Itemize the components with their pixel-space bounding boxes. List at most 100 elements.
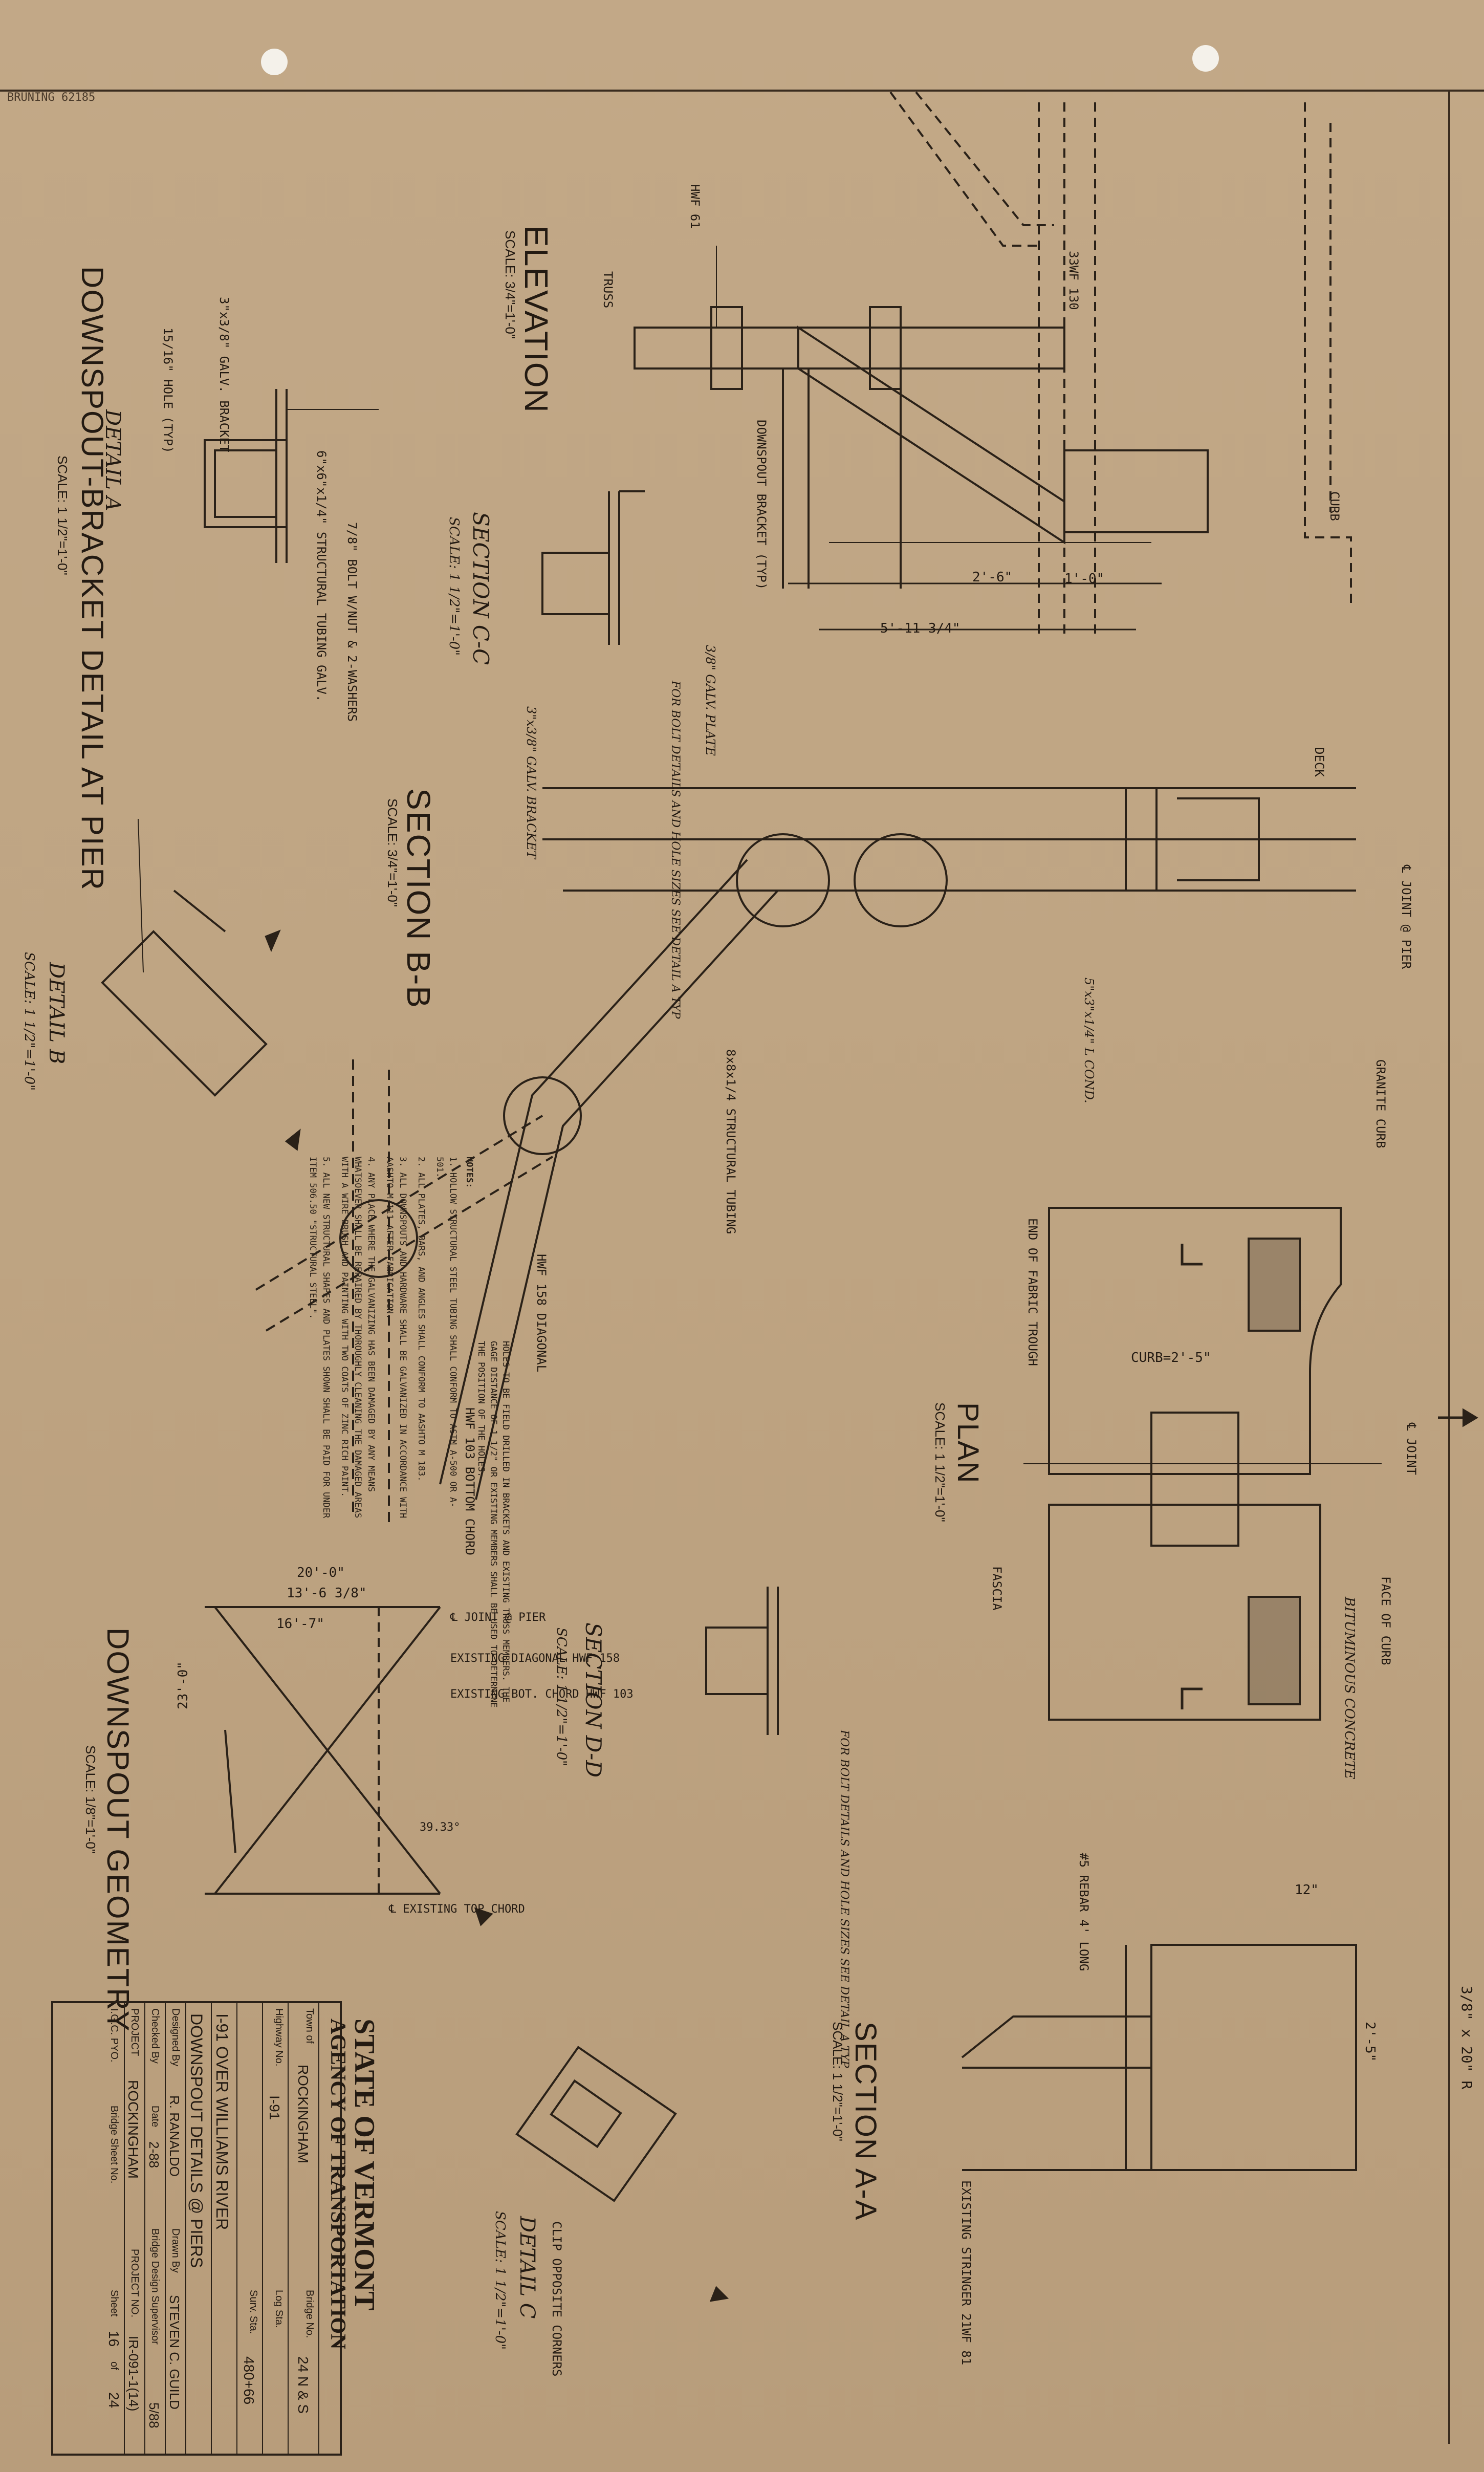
downspout-bracket-scale: SCALE: 1 1/2"=1'-0" bbox=[55, 456, 70, 575]
sheet-label: Sheet bbox=[108, 2290, 120, 2317]
checked-label: Checked By bbox=[149, 2008, 161, 2064]
detail-b-title: DETAIL B bbox=[45, 962, 68, 1065]
sheet-border-top bbox=[0, 90, 1484, 92]
title-block-content: STATE OF VERMONT AGENCY OF TRANSPORTATIO… bbox=[103, 2003, 391, 2454]
granite-curb-label: GRANITE CURB bbox=[1373, 1059, 1388, 1148]
section-arrows bbox=[265, 929, 1478, 2302]
detail-c-scale: SCALE: 1 1/2"=1'-0" bbox=[492, 2211, 508, 2350]
sheet-row: I.G.C. PYO. Bridge Sheet No. Sheet 16 of… bbox=[103, 2003, 125, 2454]
section-bb-view bbox=[255, 787, 1356, 1525]
dim-13: 13'-6 3/8" bbox=[287, 1586, 367, 1601]
dim-23: 23'-0" bbox=[176, 1661, 191, 1709]
date-value: 2-88 bbox=[146, 2141, 162, 2169]
plan-view bbox=[1023, 1207, 1382, 1721]
detail-b-scale: SCALE: 1 1/2"=1'-0" bbox=[21, 952, 37, 1091]
section-aa-view bbox=[961, 1944, 1357, 2171]
log-sta-label: Log Sta. bbox=[273, 2290, 285, 2328]
general-notes: NOTES: 1. HOLLOW STRUCTURAL STEEL TUBING… bbox=[301, 1157, 476, 1520]
bolt-details-label-dd: FOR BOLT DETAILS AND HOLE SIZES SEE DETA… bbox=[838, 1730, 850, 2068]
sheet-value: 16 bbox=[106, 2331, 122, 2347]
note-item: 1. HOLLOW STRUCTURAL STEEL TUBING SHALL … bbox=[434, 1157, 458, 1508]
dim-2-6: 2'-6" bbox=[972, 570, 1013, 585]
joint-label: ℄ JOINT bbox=[1404, 1423, 1418, 1476]
of-label: of bbox=[108, 2361, 120, 2370]
bolt-details-label: FOR BOLT DETAILS AND HOLE SIZES SEE DETA… bbox=[669, 681, 682, 1019]
section-cc-scale: SCALE: 1 1/2"=1'-0" bbox=[446, 517, 462, 656]
bracket-label: 3"x3/8" GALV. BRACKET bbox=[217, 297, 231, 452]
section-dd-view bbox=[705, 1587, 779, 1735]
detail-b-view bbox=[101, 818, 268, 1097]
town-row: Town of ROCKINGHAM Bridge No. 24 N & S bbox=[288, 2003, 319, 2454]
clip-label: CLIP OPPOSITE CORNERS bbox=[550, 2221, 564, 2377]
detail-a-view bbox=[204, 389, 379, 563]
elevation-scale: SCALE: 3/4"=1'-0" bbox=[503, 230, 518, 339]
drawn-label: Drawn By bbox=[170, 2228, 181, 2273]
punch-hole bbox=[1192, 45, 1219, 72]
section-aa-title: SECTION A-A bbox=[849, 2022, 882, 2221]
section-cc-view bbox=[541, 490, 645, 645]
elevation-view bbox=[634, 246, 1209, 631]
curb-label: CURB bbox=[1327, 491, 1342, 521]
radius-label: 3/8" x 20" R bbox=[1458, 1986, 1475, 2090]
joint-pier2-label: ℄ JOINT @ PIER bbox=[450, 1611, 546, 1624]
note-item: 2. ALL PLATES, BARS, AND ANGLES SHALL CO… bbox=[416, 1157, 426, 1482]
date2-value: 5/88 bbox=[146, 2402, 162, 2428]
cond-label: 5"x3"x1/4" L COND. bbox=[1082, 978, 1096, 1103]
downspout-geometry-view bbox=[205, 1606, 441, 1895]
sheet-border-right bbox=[1448, 90, 1450, 2444]
note-item: 4. ANY PLACE WHERE THE GALVANIZING HAS B… bbox=[339, 1157, 376, 1519]
exist-diag-label: EXISTING DIAGONAL HWF 158 bbox=[450, 1652, 620, 1665]
drawn-value: STEVEN C. GUILD bbox=[167, 2295, 182, 2410]
designed-row: Designed By R. RANALDO Drawn By STEVEN C… bbox=[165, 2003, 186, 2454]
exist-bot-label: EXISTING BOT. CHORD HWF 103 bbox=[450, 1688, 634, 1701]
downspout-geometry-title: DOWNSPOUT GEOMETRY bbox=[101, 1628, 135, 2032]
project-label: PROJECT bbox=[129, 2008, 140, 2056]
date-label: Date bbox=[149, 2106, 161, 2128]
project-no-value: IR-091-1(14) bbox=[126, 2336, 141, 2412]
section-bb-scale: SCALE: 3/4"=1'-0" bbox=[385, 798, 400, 907]
plan-title: PLAN bbox=[951, 1402, 985, 1484]
highway-value: I-91 bbox=[267, 2095, 282, 2120]
file-value: I.G.C. PYO. bbox=[108, 2008, 120, 2063]
bridge-no-label: Bridge No. bbox=[304, 2290, 315, 2338]
punch-hole bbox=[261, 49, 288, 75]
project-title-row-2: DOWNSPOUT DETAILS @ PIERS bbox=[185, 2003, 212, 2454]
hwf158-label: HWF 158 DIAGONAL bbox=[534, 1254, 549, 1373]
note-item: 3. ALL DOWNSPOUTS AND HARDWARE SHALL BE … bbox=[384, 1157, 408, 1519]
section-cc-title: SECTION C-C bbox=[468, 512, 493, 665]
bridge-design-label: Bridge Design Supervisor bbox=[149, 2228, 161, 2345]
dim-20: 20'-0" bbox=[297, 1565, 345, 1580]
joint-pier-label: ℄ JOINT @ PIER bbox=[1399, 865, 1413, 969]
bridge-no-value: 24 N & S bbox=[295, 2356, 311, 2414]
project-title-row-1: I-91 OVER WILLIAMS RIVER bbox=[211, 2003, 237, 2454]
dim-16: 16'-7" bbox=[276, 1616, 324, 1632]
exist-top-label: ℄ EXISTING TOP CHORD bbox=[389, 1903, 525, 1916]
project-no-label: PROJECT NO. bbox=[129, 2249, 140, 2318]
detail-c-view bbox=[515, 2046, 677, 2202]
existing-stringer-label: EXISTING STRINGER 21WF 81 bbox=[959, 2180, 973, 2366]
deck-label: DECK bbox=[1312, 747, 1326, 777]
bridge-sheet-label: Bridge Sheet No. bbox=[108, 2106, 120, 2184]
downspout-bracket-title: DOWNSPOUT-BRACKET DETAIL AT PIER bbox=[75, 266, 110, 891]
tubing-label: 6"x6"x1/4" STRUCTURAL TUBING GALV. bbox=[314, 450, 329, 702]
angle-label: 39.33° bbox=[420, 1821, 461, 1834]
section-bb-title: SECTION B-B bbox=[400, 788, 437, 1009]
bituminous-label: BITUMINOUS CONCRETE bbox=[1342, 1597, 1357, 1780]
hole-label: 15/16" HOLE (TYP) bbox=[161, 328, 175, 453]
sheet-total-value: 24 bbox=[106, 2392, 122, 2409]
dim-2-5: 2'-5" bbox=[1362, 2022, 1378, 2062]
bolt-label: 7/8" BOLT W/NUT & 2-WASHERS bbox=[345, 522, 359, 722]
project-title-2: DOWNSPOUT DETAILS @ PIERS bbox=[187, 2013, 206, 2268]
rebar-label: #5 REBAR 4' LONG bbox=[1077, 1853, 1091, 1971]
town-value: ROCKINGHAM bbox=[295, 2065, 311, 2163]
downspout-bracket-label: DOWNSPOUT BRACKET (TYP) bbox=[754, 420, 769, 590]
surv-sta-value: 480+66 bbox=[241, 2356, 257, 2405]
agency-line-2: AGENCY OF TRANSPORTATION bbox=[326, 2019, 350, 2350]
dim-curb: CURB=2'-5" bbox=[1131, 1350, 1211, 1365]
galv-plate-label: 3/8" GALV. PLATE bbox=[703, 645, 717, 756]
town-label: Town of bbox=[304, 2008, 315, 2044]
project-title-1: I-91 OVER WILLIAMS RIVER bbox=[213, 2013, 231, 2230]
project-row: PROJECT ROCKINGHAM PROJECT NO. IR-091-1(… bbox=[124, 2003, 145, 2454]
